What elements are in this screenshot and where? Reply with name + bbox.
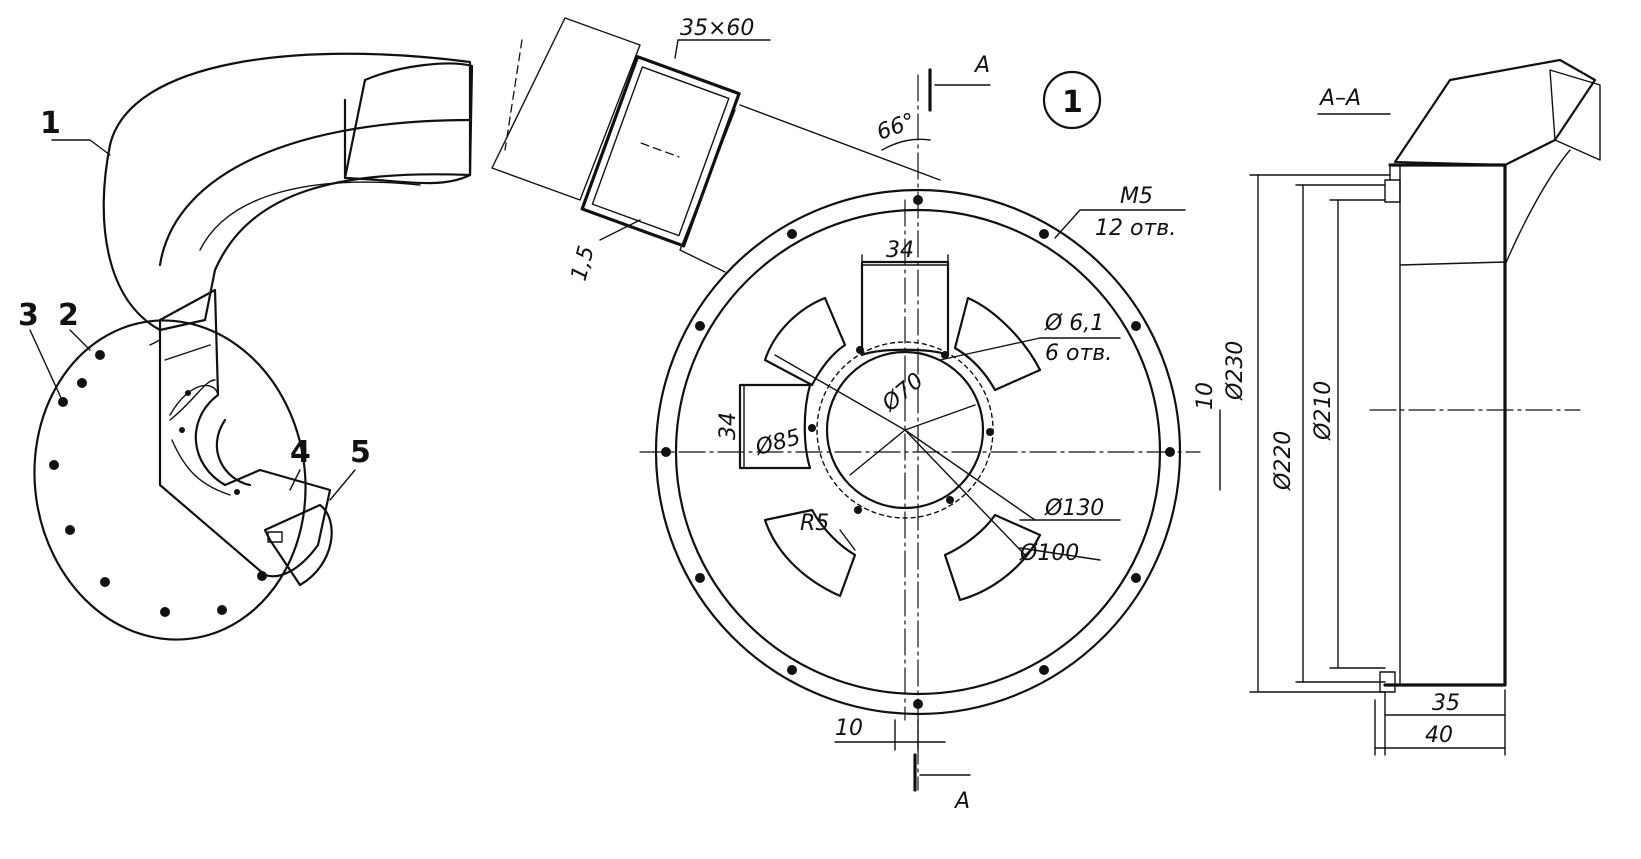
callout-2: 2 bbox=[58, 298, 79, 333]
section-title: A–A bbox=[1318, 86, 1361, 111]
callout-1: 1 bbox=[40, 106, 61, 141]
section-a-a-view: A–A Ø220 Ø210 35 40 bbox=[1249, 58, 1601, 756]
figure-number: 1 bbox=[1062, 85, 1083, 120]
dim-gap-10: 10 bbox=[1193, 382, 1218, 410]
label-d70: Ø70 bbox=[877, 368, 929, 417]
figure-number-circle bbox=[1042, 70, 1102, 130]
label-d100: Ø100 bbox=[1019, 541, 1079, 566]
dim-depth-35: 35 bbox=[1432, 691, 1460, 716]
small-holes-6-1 bbox=[808, 346, 994, 514]
vent-slot-top-left bbox=[763, 296, 847, 387]
duct-wall-label: 1,5 bbox=[567, 243, 600, 283]
callout-5: 5 bbox=[350, 435, 371, 470]
housing-cutaway bbox=[158, 288, 332, 578]
bearing-part bbox=[263, 503, 333, 587]
isometric-assembly: 1 2 3 4 5 bbox=[18, 52, 474, 641]
callout-4: 4 bbox=[290, 435, 311, 470]
duct-size-label: 35×60 bbox=[680, 16, 754, 41]
vent-slot-bottom-left bbox=[763, 508, 857, 598]
label-hole-6-1-count: 6 отв. bbox=[1045, 341, 1112, 366]
vent-slot-bottom-right bbox=[943, 513, 1042, 602]
dim-slot-top-34: 34 bbox=[886, 238, 914, 263]
label-m5: M5 bbox=[1120, 184, 1153, 209]
radial-dim-lines bbox=[774, 337, 1121, 561]
faceplate-bolt-holes bbox=[49, 350, 267, 617]
section-mark-top: A bbox=[973, 53, 990, 78]
label-d210: Ø210 bbox=[1311, 381, 1336, 441]
flange-front-view: 34 34 M5 12 отв. Ø 6,1 6 отв. Ø70 Ø85 Ø1… bbox=[639, 53, 1248, 814]
bolt-holes-m5 bbox=[661, 195, 1175, 709]
label-d220: Ø220 bbox=[1271, 431, 1296, 491]
duct-section-inner bbox=[591, 66, 730, 237]
faceplate-disc bbox=[33, 319, 307, 641]
vent-slot-top-right bbox=[953, 296, 1042, 392]
dim-bottom-10: 10 bbox=[835, 716, 863, 741]
hub-circle-70 bbox=[825, 350, 985, 510]
duct-body bbox=[102, 52, 472, 332]
duct-section-view: 35×60 1,5 66° bbox=[491, 16, 941, 284]
callout-leaders bbox=[29, 139, 356, 501]
callout-3: 3 bbox=[18, 298, 39, 333]
dim-slot-side-34: 34 bbox=[716, 412, 741, 440]
label-d85: Ø85 bbox=[752, 425, 803, 461]
section-mark-bottom: A bbox=[953, 789, 970, 814]
vent-slot-left bbox=[738, 383, 812, 470]
section-shell bbox=[1383, 163, 1507, 687]
label-m5-count: 12 отв. bbox=[1095, 216, 1176, 241]
dim-depth-40: 40 bbox=[1425, 723, 1453, 748]
duct-section-outer bbox=[580, 55, 741, 248]
duct-opening bbox=[343, 62, 474, 185]
inner-slotted-ring bbox=[169, 384, 231, 496]
section-duct bbox=[1393, 58, 1597, 167]
label-r5: R5 bbox=[800, 511, 829, 536]
label-hole-6-1: Ø 6,1 bbox=[1044, 311, 1104, 336]
label-d230: Ø230 bbox=[1223, 341, 1248, 401]
label-d130: Ø130 bbox=[1044, 496, 1104, 521]
